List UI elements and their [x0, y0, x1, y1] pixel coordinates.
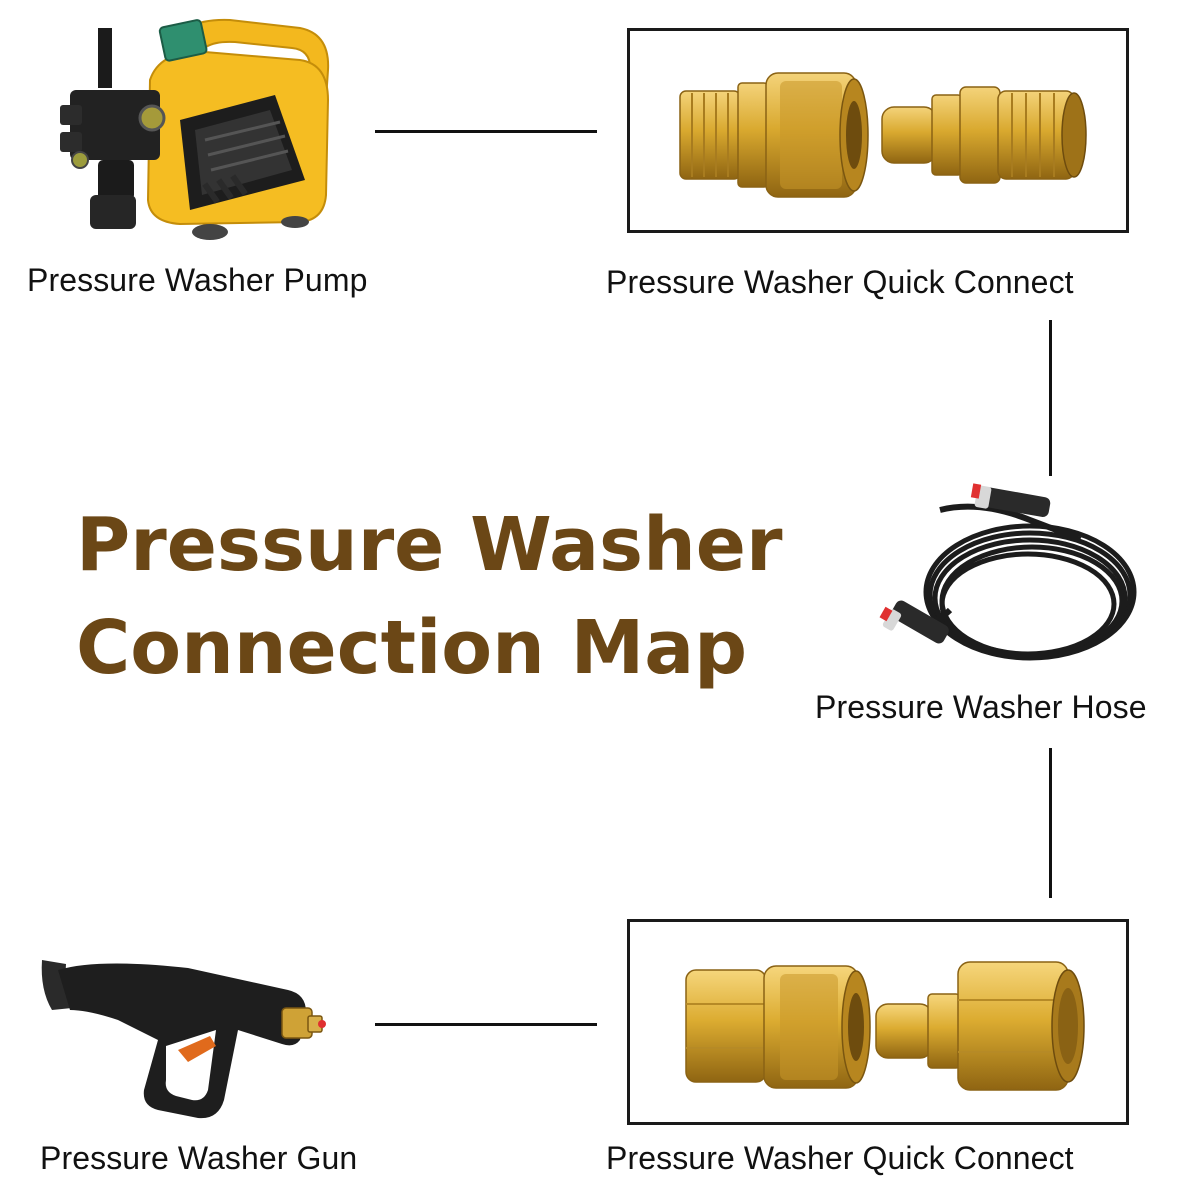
- connector-quick-connect-to-hose: [1049, 320, 1052, 476]
- gun-label: Pressure Washer Gun: [40, 1140, 358, 1176]
- connector-hose-to-quick-connect: [1049, 748, 1052, 898]
- quick-connect-bottom-label: Pressure Washer Quick Connect: [606, 1140, 1074, 1176]
- gun-image: [38, 950, 338, 1130]
- diagram-title-line-2: Connection Map: [76, 605, 748, 691]
- hose-label: Pressure Washer Hose: [815, 689, 1147, 725]
- brass-quick-connect-female-icon: [685, 961, 1085, 1091]
- spray-gun-icon: [41, 960, 326, 1119]
- hose-image: [879, 480, 1140, 680]
- quick-connect-top-box: [627, 28, 1129, 233]
- diagram-title-line-1: Pressure Washer: [76, 502, 783, 588]
- pump-label: Pressure Washer Pump: [27, 262, 368, 298]
- quick-connect-top-label: Pressure Washer Quick Connect: [606, 264, 1074, 300]
- pressure-washer-pump-icon: [60, 18, 330, 240]
- connector-pump-to-quick-connect: [375, 130, 597, 133]
- pump-image: [30, 10, 340, 250]
- connector-gun-to-quick-connect: [375, 1023, 597, 1026]
- quick-connect-bottom-box: [627, 919, 1129, 1125]
- coiled-hose-icon: [879, 483, 1137, 661]
- brass-quick-connect-male-icon: [679, 72, 1087, 198]
